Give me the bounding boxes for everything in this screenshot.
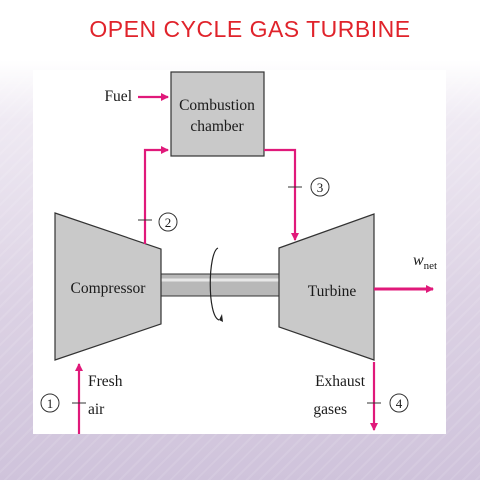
rotation-arrowhead-icon xyxy=(219,314,223,322)
slide-title: OPEN CYCLE GAS TURBINE xyxy=(89,16,411,42)
combustion-chamber xyxy=(170,71,265,157)
exhaust-label-line2: gases xyxy=(313,401,347,418)
turbine-label: Turbine xyxy=(308,283,357,300)
state-2-marker xyxy=(158,212,178,232)
flow-compressor-to-combustor xyxy=(143,146,169,244)
state-4-label: 4 xyxy=(396,396,403,411)
shaft xyxy=(160,273,280,297)
compressor-label: Compressor xyxy=(71,280,147,297)
rotation-icon xyxy=(209,247,220,321)
fresh-air-label-line2: air xyxy=(88,401,105,418)
turbine xyxy=(278,213,375,361)
diagram-canvas: Compressor Turbine Combustion chamber Fu… xyxy=(40,71,437,434)
fresh-air-label-line1: Fresh xyxy=(88,373,123,390)
combustion-chamber-label-line2: chamber xyxy=(190,118,244,135)
state-4-marker xyxy=(389,393,409,413)
state-3-label: 3 xyxy=(317,180,324,195)
state-1-label: 1 xyxy=(47,396,54,411)
combustion-chamber-label-line1: Combustion xyxy=(179,97,255,114)
state-3-marker xyxy=(310,177,330,197)
state-2-label: 2 xyxy=(165,215,172,230)
work-output-label: wnet xyxy=(413,252,437,272)
exhaust-label-line1: Exhaust xyxy=(315,373,366,390)
fuel-label: Fuel xyxy=(104,88,132,105)
compressor xyxy=(54,212,162,361)
state-1-marker xyxy=(40,393,60,413)
gas-turbine-diagram: Compressor Turbine Combustion chamber Fu… xyxy=(33,70,446,434)
flow-combustor-to-turbine xyxy=(264,148,299,241)
